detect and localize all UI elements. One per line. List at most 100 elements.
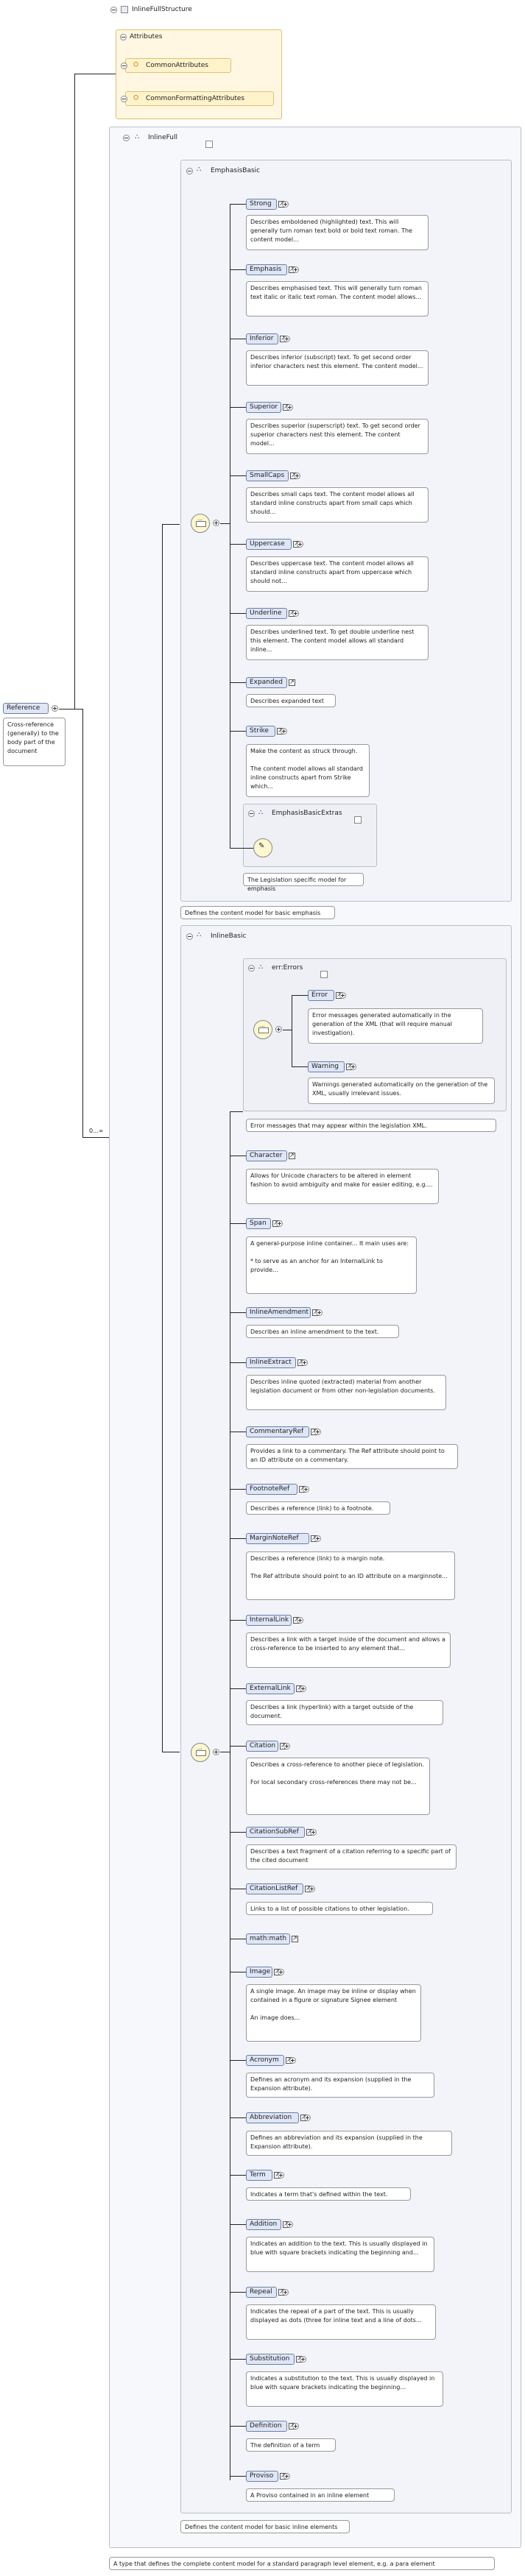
expand-externallink[interactable] — [300, 1685, 306, 1692]
element-error[interactable]: Error — [308, 990, 342, 1001]
element-citation[interactable]: Citation — [246, 1741, 286, 1752]
doc-substitution: Indicates a substitution to the text. Th… — [246, 2371, 443, 2407]
expand-repeal[interactable] — [282, 2289, 289, 2296]
element-emphasis[interactable]: Emphasis — [246, 264, 295, 275]
expand-citation[interactable] — [283, 1743, 290, 1749]
element-proviso[interactable]: Proviso — [246, 2471, 286, 2482]
element-acronym[interactable]: Acronym — [246, 2055, 292, 2066]
expand-inlineextract[interactable] — [301, 1359, 308, 1366]
expand-underline[interactable] — [292, 610, 299, 617]
inlinebasic-toggle[interactable] — [186, 933, 193, 940]
expand-commentaryref[interactable] — [314, 1429, 321, 1435]
element-citationsubref[interactable]: CitationSubRef — [246, 1827, 313, 1838]
expand-citationsubref[interactable] — [310, 1829, 317, 1836]
element-citationlistref[interactable]: CitationListRef — [246, 1883, 311, 1894]
doc-errors: Error messages that may appear within th… — [246, 1119, 496, 1132]
element-term[interactable]: Term — [246, 2170, 281, 2181]
expand-superior[interactable] — [286, 404, 293, 411]
element-uppercase[interactable]: Uppercase — [246, 539, 300, 550]
emphasis-toggle[interactable] — [186, 168, 193, 174]
expand-substitution[interactable] — [300, 2356, 306, 2363]
doc-smallcaps: Describes small caps text. The content m… — [246, 487, 429, 523]
expand-smallcaps[interactable] — [294, 473, 300, 479]
element-footnoteref[interactable]: FootnoteRef — [246, 1484, 306, 1495]
doc-acronym: Defines an acronym and its expansion (su… — [246, 2073, 434, 2098]
connector — [82, 1137, 132, 1138]
doc-definition: The definition of a term — [246, 2438, 336, 2452]
expand-compositor[interactable] — [275, 1026, 282, 1033]
element-inlineamendment[interactable]: InlineAmendment — [246, 1307, 319, 1318]
expand-warning[interactable] — [350, 1064, 356, 1070]
attributes-group: Attributes ⛭ CommonAttributes ⛭ CommonFo… — [116, 29, 282, 119]
expand-abbreviation[interactable] — [304, 2115, 311, 2121]
doc-citation: Describes a cross-reference to another p… — [246, 1758, 430, 1815]
element-commentaryref[interactable]: CommentaryRef — [246, 1426, 317, 1437]
element-inferior[interactable]: Inferior — [246, 333, 286, 344]
element-repeal[interactable]: Repeal — [246, 2287, 285, 2298]
expand-span[interactable] — [276, 1220, 283, 1227]
expand-reference[interactable] — [52, 705, 58, 712]
attributes-toggle[interactable] — [120, 34, 127, 40]
errors-toggle[interactable] — [248, 965, 255, 972]
connector — [74, 709, 82, 710]
expand-uppercase[interactable] — [297, 541, 303, 548]
collapse-toggle[interactable] — [110, 7, 117, 13]
link-arrow-icon[interactable] — [354, 816, 362, 824]
expand-emphasis[interactable] — [292, 266, 299, 273]
element-span[interactable]: Span — [246, 1218, 279, 1229]
expand-inlineamendment[interactable] — [316, 1309, 323, 1316]
connector — [162, 524, 180, 525]
element-addition[interactable]: Addition — [246, 2219, 289, 2230]
doc-citationsubref: Describes a text fragment of a citation … — [246, 1844, 457, 1869]
element-character[interactable]: Character — [246, 1150, 295, 1161]
link-arrow-icon[interactable] — [320, 971, 328, 978]
expand-citationlistref[interactable] — [309, 1886, 315, 1892]
choice-compositor: ··· — [253, 1020, 272, 1039]
link-arrow-icon[interactable] — [205, 141, 213, 148]
expand-marginnoteref[interactable] — [314, 1535, 321, 1542]
extras-toggle[interactable] — [248, 810, 255, 817]
element-externallink[interactable]: ExternalLink — [246, 1683, 303, 1694]
element-substitution[interactable]: Substitution — [246, 2354, 303, 2365]
expand-proviso[interactable] — [283, 2473, 290, 2480]
connector — [292, 995, 308, 996]
inlinefull-title: InlineFull — [148, 134, 177, 141]
element-image[interactable]: Image — [246, 1967, 281, 1978]
expand-footnoteref[interactable] — [303, 1486, 309, 1493]
element-abbreviation[interactable]: Abbreviation — [246, 2112, 307, 2123]
doc-image: A single image. An image may be inline o… — [246, 1984, 421, 2042]
expand-compositor[interactable] — [213, 520, 219, 526]
doc-extras: The Legislation specific model for empha… — [243, 873, 364, 892]
element-expanded[interactable]: Expanded — [246, 677, 295, 688]
choice-compositor: ··· — [191, 1743, 210, 1762]
expand-inferior[interactable] — [283, 336, 290, 342]
element-strike[interactable]: Strike — [246, 726, 283, 737]
expand-strike[interactable] — [281, 728, 287, 735]
element-underline[interactable]: Underline — [246, 608, 295, 619]
reference-element[interactable]: Reference — [3, 703, 49, 714]
expand-image[interactable] — [278, 1969, 284, 1975]
expand-term[interactable] — [278, 2172, 284, 2179]
element-definition[interactable]: Definition — [246, 2421, 295, 2432]
element-smallcaps[interactable]: SmallCaps — [246, 470, 297, 481]
attribute-group-icon: ⛭ — [133, 94, 139, 102]
expand-addition[interactable] — [286, 2221, 293, 2228]
expand-error[interactable] — [339, 992, 346, 999]
expand-strong[interactable] — [282, 201, 289, 208]
expand-definition[interactable] — [292, 2423, 299, 2430]
element-marginnoteref[interactable]: MarginNoteRef — [246, 1533, 317, 1544]
element-superior[interactable]: Superior — [246, 402, 289, 413]
expand-compositor[interactable] — [213, 1749, 219, 1755]
element-warning[interactable]: Warning — [308, 1061, 353, 1072]
choice-compositor: ··· — [191, 514, 210, 533]
element-strong[interactable]: Strong — [246, 199, 285, 210]
expand-acronym[interactable] — [289, 2057, 296, 2064]
element-internallink[interactable]: InternalLink — [246, 1615, 300, 1626]
expand-internallink[interactable] — [297, 1617, 303, 1624]
element-mathmath[interactable]: math:math — [246, 1933, 298, 1945]
inlinefull-toggle[interactable] — [123, 135, 130, 141]
attribute-common[interactable]: ⛭ CommonAttributes — [121, 58, 231, 73]
attribute-formatting[interactable]: ⛭ CommonFormattingAttributes — [121, 91, 274, 106]
emphasis-title: EmphasisBasic — [211, 167, 261, 174]
element-inlineextract[interactable]: InlineExtract — [246, 1357, 304, 1368]
